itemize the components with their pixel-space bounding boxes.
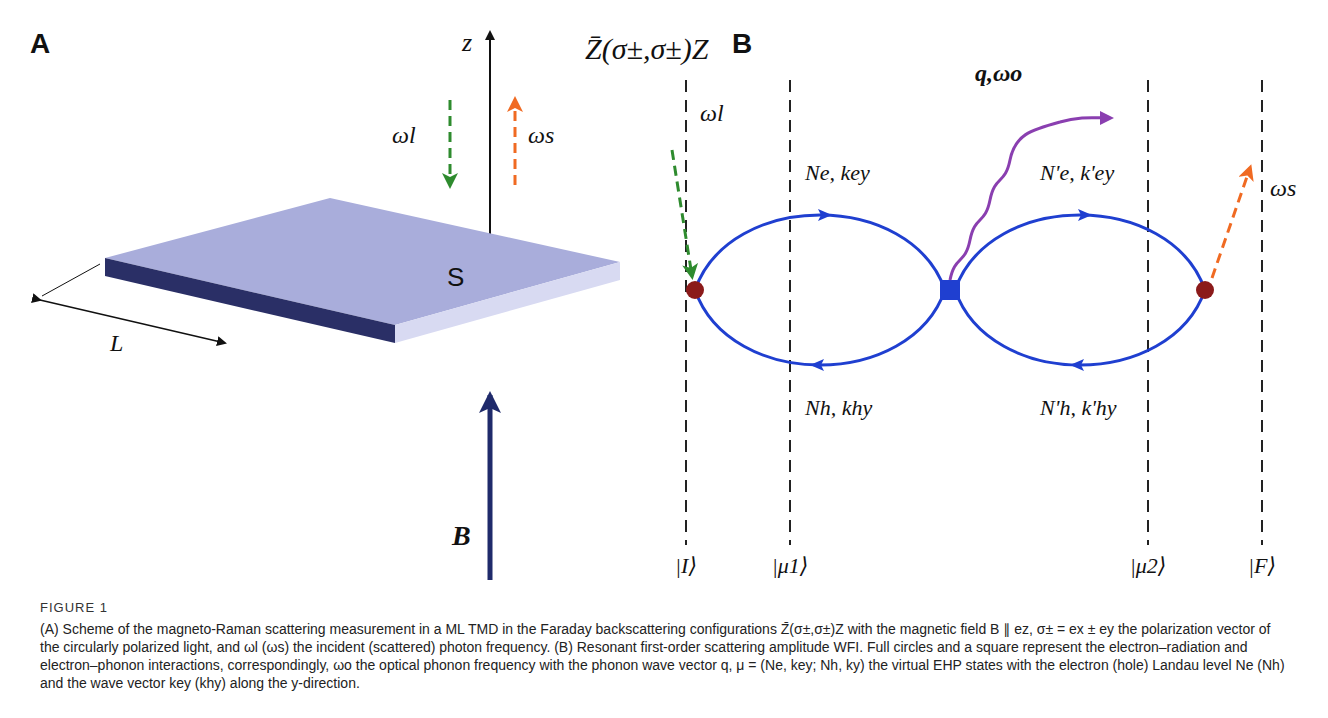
state-ket: |μ2⟩ (1130, 553, 1167, 579)
incident-frequency: ωl (392, 122, 416, 149)
state-ket: |μ1⟩ (772, 553, 809, 579)
axis-label: z (462, 28, 472, 58)
figure-number: FIGURE 1 (40, 600, 108, 615)
state-label: N'h, k'hy (1040, 395, 1117, 421)
scattered-frequency: ωs (528, 122, 554, 149)
figure-caption: (A) Scheme of the magneto-Raman scatteri… (40, 620, 1290, 692)
configuration-label: Z̄(σ±,σ±)Z (585, 32, 708, 66)
panel-letter: A (30, 28, 50, 60)
sample-label: S (447, 262, 464, 293)
panel-letter: B (732, 28, 752, 60)
state-ket: |I⟩ (675, 553, 697, 579)
state-ket: |F⟩ (1248, 553, 1276, 579)
state-label: Nh, khy (805, 395, 872, 421)
state-label: N'e, k'ey (1040, 160, 1114, 186)
field-label: B (452, 520, 471, 552)
state-label: Ne, key (805, 160, 870, 186)
incident-frequency: ωl (700, 100, 724, 127)
scattered-frequency: ωs (1270, 175, 1296, 202)
phonon-label: q,ωo (975, 60, 1022, 87)
dimension-label: L (110, 330, 123, 357)
